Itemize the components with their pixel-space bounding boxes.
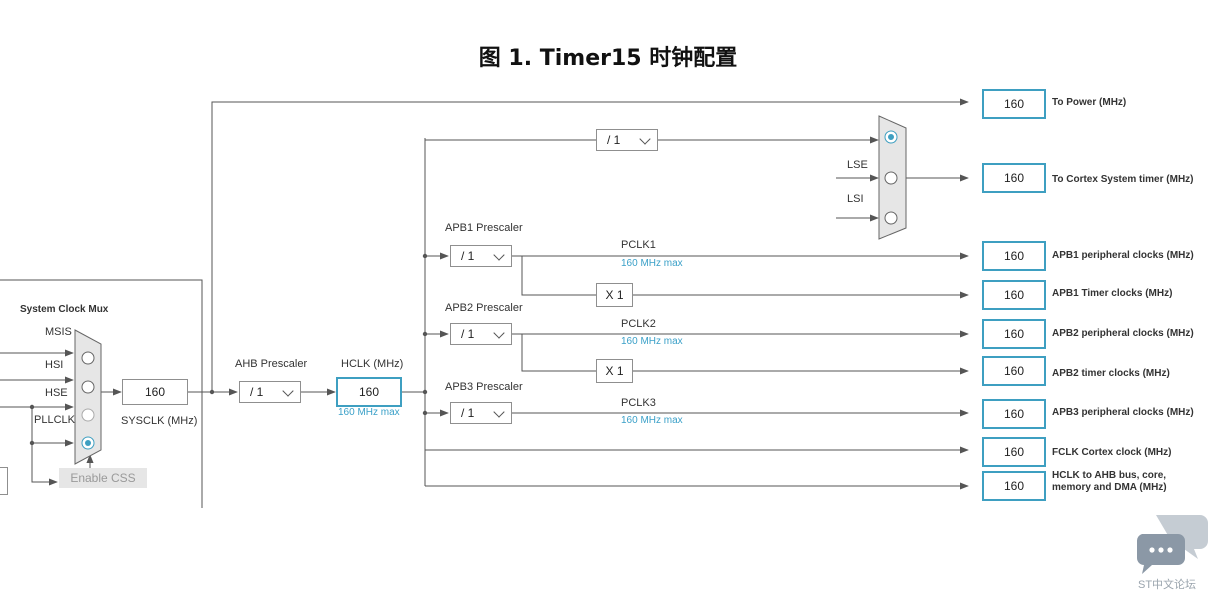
apb2-prescaler-label: APB2 Prescaler [445,302,523,314]
output-label-apb3-peripheral: APB3 peripheral clocks (MHz) [1052,407,1194,418]
cortex-divider-select[interactable]: / 1 [596,129,658,151]
pclk2-label: PCLK2 [621,318,656,330]
pclk1-label: PCLK1 [621,239,656,251]
chevron-down-icon [282,385,294,397]
sysclk-label: SYSCLK (MHz) [121,415,198,427]
output-apb1-peripheral[interactable]: 160 [982,241,1046,271]
apb1-prescaler-select[interactable]: / 1 [450,245,512,267]
apb2-prescaler-value: / 1 [461,327,475,341]
apb1-prescaler-value: / 1 [461,249,475,263]
radio-hsi[interactable] [81,380,95,394]
ahb-prescaler-value: / 1 [250,385,264,399]
chat-bubble-icon [1136,515,1208,574]
apb3-prescaler-select[interactable]: / 1 [450,402,512,424]
apb1-timer-multiplier[interactable]: X 1 [596,283,633,307]
radio-hse[interactable] [81,408,95,422]
ahb-prescaler-select[interactable]: / 1 [239,381,301,403]
output-label-to-power: To Power (MHz) [1052,97,1127,108]
page-title: 图 1. Timer15 时钟配置 [478,46,738,71]
hclk-label: HCLK (MHz) [341,358,404,370]
mux-input-msis: MSIS [45,326,72,338]
output-label-hclk-ahb: HCLK to AHB bus, core, memory and DMA (M… [1052,470,1167,493]
output-label-fclk-cortex: FCLK Cortex clock (MHz) [1052,447,1172,458]
output-fclk-cortex[interactable]: 160 [982,437,1046,467]
watermark-text: ST中文论坛 [1138,579,1197,591]
cortex-mux-input-lse: LSE [847,159,868,171]
pclk3-label: PCLK3 [621,397,656,409]
output-to-power[interactable]: 160 [982,89,1046,119]
apb2-timer-multiplier[interactable]: X 1 [596,359,633,383]
apb3-prescaler-label: APB3 Prescaler [445,381,523,393]
input-partial-box [0,467,8,495]
apb1-prescaler-label: APB1 Prescaler [445,222,523,234]
mux-input-pllclk: PLLCLK [34,414,75,426]
ahb-prescaler-label: AHB Prescaler [235,358,308,370]
apb3-prescaler-value: / 1 [461,406,475,420]
output-label-cortex-timer: To Cortex System timer (MHz) [1052,174,1194,185]
chevron-down-icon [493,406,505,418]
output-label-apb1-peripheral: APB1 peripheral clocks (MHz) [1052,250,1194,261]
output-label-apb2-timer: APB2 timer clocks (MHz) [1052,368,1170,379]
radio-lse[interactable] [884,171,898,185]
output-label-apb1-timer: APB1 Timer clocks (MHz) [1052,288,1173,299]
hclk-max: 160 MHz max [338,407,400,418]
chevron-down-icon [493,327,505,339]
output-apb1-timer[interactable]: 160 [982,280,1046,310]
system-clock-mux [74,329,102,465]
apb2-prescaler-select[interactable]: / 1 [450,323,512,345]
output-label-apb2-peripheral: APB2 peripheral clocks (MHz) [1052,328,1194,339]
mux-input-hsi: HSI [45,359,64,371]
cortex-timer-mux [878,115,907,240]
cortex-mux-input-lsi: LSI [847,193,864,205]
chevron-down-icon [493,249,505,261]
mux-label: System Clock Mux [20,304,109,315]
output-apb3-peripheral[interactable]: 160 [982,399,1046,429]
pclk2-max: 160 MHz max [621,336,683,347]
output-cortex-timer[interactable]: 160 [982,163,1046,193]
cortex-divider-value: / 1 [607,133,621,147]
sysclk-value-box[interactable]: 160 [122,379,188,405]
output-apb2-timer[interactable]: 160 [982,356,1046,386]
pclk3-max: 160 MHz max [621,415,683,426]
enable-css-button[interactable]: Enable CSS [59,468,147,488]
radio-lsi[interactable] [884,211,898,225]
output-apb2-peripheral[interactable]: 160 [982,319,1046,349]
hclk-value-box[interactable]: 160 [336,377,402,407]
mux-input-hse: HSE [45,387,68,399]
chevron-down-icon [639,133,651,145]
radio-msis[interactable] [81,351,95,365]
pclk1-max: 160 MHz max [621,258,683,269]
output-hclk-ahb[interactable]: 160 [982,471,1046,501]
